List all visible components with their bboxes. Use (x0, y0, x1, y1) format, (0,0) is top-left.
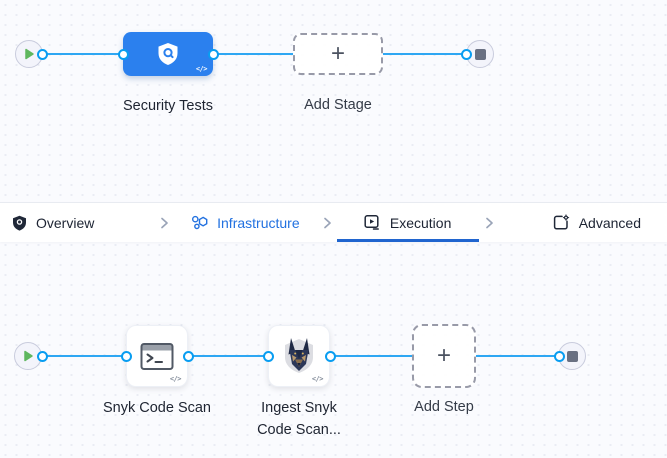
stage-config-tabbar: Overview Infrastructure (0, 202, 667, 242)
code-badge-icon: </> (311, 375, 324, 383)
advanced-icon (553, 214, 570, 231)
tab-advanced[interactable]: Advanced (499, 203, 667, 242)
stage-edge (42, 53, 123, 55)
connector-port (182, 350, 194, 362)
connector-port (553, 350, 565, 362)
connector-port (36, 48, 48, 60)
step-node-ingest-snyk[interactable]: </> (268, 325, 330, 387)
tab-infrastructure[interactable]: Infrastructure (174, 203, 316, 242)
stage-edge (383, 53, 466, 55)
stage-label: Security Tests (123, 98, 213, 114)
stage-edge (213, 53, 293, 55)
play-icon (22, 350, 34, 362)
tab-execution[interactable]: Execution (337, 203, 479, 242)
connector-port (120, 350, 132, 362)
shield-icon (12, 215, 27, 231)
stop-icon (474, 48, 486, 60)
code-badge-icon: </> (195, 65, 208, 73)
step-node-snyk-code-scan[interactable]: </> (126, 325, 188, 387)
chevron-right-icon (317, 203, 337, 242)
step-edge (188, 355, 268, 357)
infrastructure-icon (191, 214, 208, 231)
snyk-dog-icon (282, 337, 316, 375)
stage-node-security-tests[interactable]: </> (123, 32, 213, 76)
connector-port (207, 48, 219, 60)
connector-port (262, 350, 274, 362)
step-edge (330, 355, 412, 357)
connector-port (36, 350, 48, 362)
chevron-right-icon (479, 203, 499, 242)
execution-icon (364, 214, 381, 231)
execution-start-node (14, 342, 42, 370)
step-label-line1: Ingest Snyk (261, 400, 337, 416)
security-shield-scan-icon (157, 42, 179, 66)
step-edge (42, 355, 126, 357)
connector-port (117, 48, 129, 60)
tab-label: Overview (36, 214, 95, 231)
connector-port (460, 48, 472, 60)
add-step-button[interactable]: + (412, 324, 476, 388)
code-badge-icon: </> (169, 375, 182, 383)
add-stage-label: Add Stage (304, 97, 372, 113)
plus-icon: + (330, 40, 345, 67)
plus-icon: + (436, 342, 451, 369)
step-label: Ingest Snyk Code Scan... (249, 397, 349, 441)
pipeline-end-node (466, 40, 494, 68)
step-label: Snyk Code Scan (102, 400, 211, 416)
add-step-label: Add Step (414, 399, 474, 415)
tab-label: Advanced (578, 214, 641, 231)
play-icon (23, 48, 35, 60)
add-stage-button[interactable]: + (293, 33, 383, 75)
chevron-right-icon (154, 203, 174, 242)
step-edge (476, 355, 559, 357)
stop-icon (566, 350, 578, 362)
connector-port (324, 350, 336, 362)
tab-overview[interactable]: Overview (0, 203, 154, 242)
tab-label: Infrastructure (217, 214, 300, 231)
step-label-line2: Code Scan... (257, 422, 341, 438)
tab-label: Execution (389, 214, 452, 231)
terminal-icon (140, 342, 174, 371)
